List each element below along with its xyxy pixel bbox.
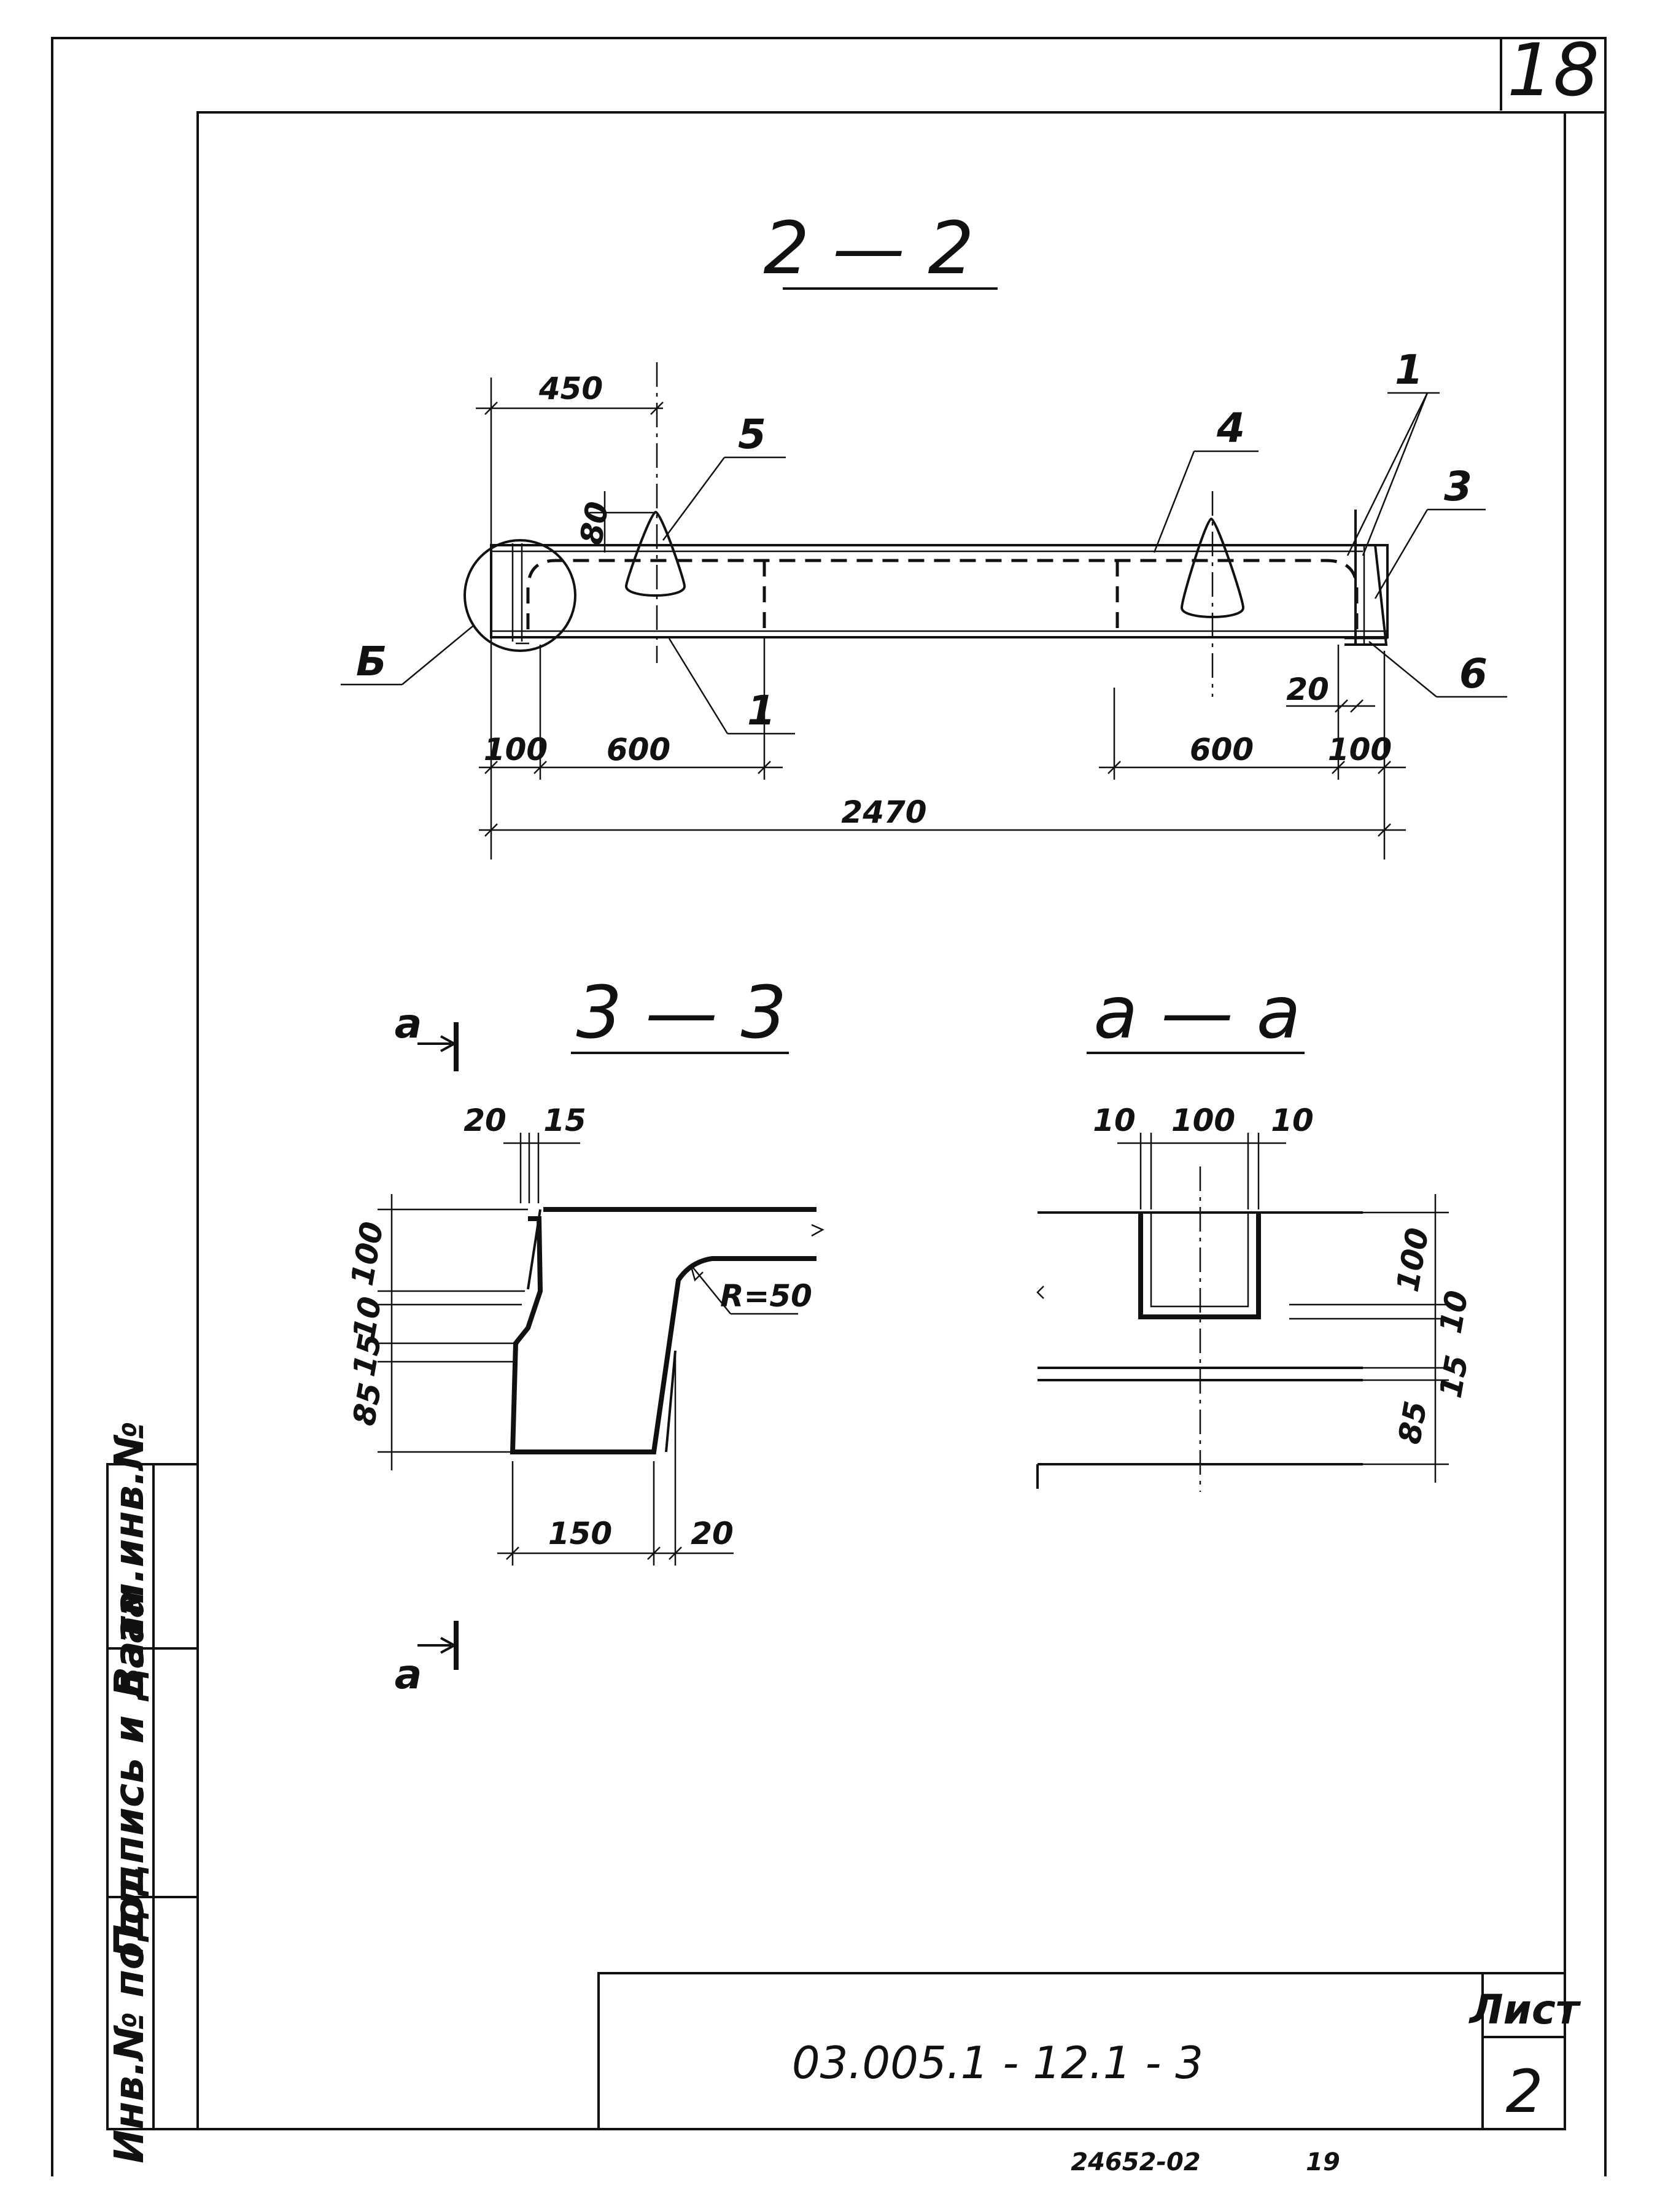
leader-1-bottom: 1 [747,687,775,734]
leader-6: 6 [1459,650,1488,697]
leader-b: Б [356,638,387,685]
dim-3-3-150: 150 [548,1516,612,1551]
dim-3-3-10: 10 [346,1294,389,1343]
dim-3-3-20b: 20 [691,1516,734,1551]
section-3-3: 3 — 3 а а 20 15 100 10 15 85 [344,970,824,1698]
sheet-label: Лист [1468,1986,1581,2033]
section-a-a: а — а 10 100 10 100 10 15 85 [1036,970,1475,1492]
section-2-2: 2 — 2 450 80 [341,206,1507,860]
dim-3-3-15v: 15 [346,1331,389,1380]
stamp-inv-podl: Инв.№ подл. [106,1864,153,2163]
leader-3: 3 [1444,463,1472,510]
dim-3-3-15: 15 [543,1103,586,1138]
bottom-page: 19 [1306,2148,1340,2176]
leader-1-top: 1 [1395,346,1423,394]
dim-20: 20 [1286,672,1329,707]
doc-code: 03.005.1 - 12.1 - 3 [792,2037,1203,2089]
dim-3-3-100: 100 [344,1219,390,1289]
section-a-a-title: а — а [1093,970,1301,1055]
leader-4: 4 [1216,405,1245,452]
dim-2470: 2470 [841,794,926,830]
sheet-number: 2 [1505,2057,1543,2126]
dim-100-left: 100 [484,732,548,767]
dim-600-right: 600 [1190,732,1254,767]
dim-a-a-v85: 85 [1392,1399,1434,1447]
dim-450: 450 [538,371,603,406]
beam-profile [510,1216,817,1454]
dim-a-a-v10: 10 [1433,1288,1475,1337]
left-stamp-strip [106,1463,199,2130]
dim-100-right: 100 [1328,732,1392,767]
dim-a-a-v15: 15 [1433,1352,1475,1401]
cut-mark-a-bottom: а [395,1651,422,1698]
section-3-3-title: 3 — 3 [576,970,786,1055]
dim-r50: R=50 [720,1278,812,1314]
dim-a-a-10-left: 10 [1093,1103,1136,1138]
dim-600-left: 600 [607,732,670,767]
dim-a-a-v100: 100 [1390,1225,1436,1295]
cut-mark-a-top: а [395,1000,422,1047]
dim-a-a-10-right: 10 [1271,1103,1314,1138]
bottom-number: 24652-02 [1071,2148,1200,2176]
title-block [597,1972,1565,2129]
dim-a-a-100: 100 [1171,1103,1235,1138]
dim-80: 80 [573,499,616,548]
sheet-frame [51,37,1607,2176]
dim-3-3-85: 85 [346,1380,389,1429]
lifting-loop-left [624,510,686,597]
groove [1138,1213,1261,1319]
leader-5: 5 [738,411,766,458]
detail-b-circle [464,539,576,652]
section-2-2-title: 2 — 2 [763,206,974,290]
page-number: 18 [1507,28,1599,112]
stamp-vzam-inv: Взам.инв.№ [106,1421,153,1698]
dim-3-3-20: 20 [464,1103,506,1138]
stamp-podpis-data: Подпись и дата [106,1590,153,1958]
